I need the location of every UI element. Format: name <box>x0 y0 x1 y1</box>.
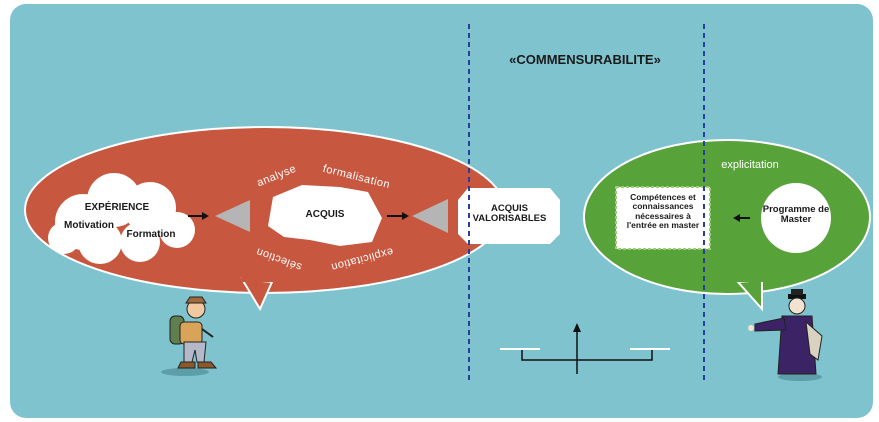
student-hiker-illustration <box>161 296 218 376</box>
balance-scale-icon <box>500 323 670 374</box>
flow-arrow-3 <box>733 214 750 222</box>
experience-label: EXPÉRIENCE <box>84 202 150 213</box>
formation-label: Formation <box>126 229 176 240</box>
acquis-shape <box>268 185 382 246</box>
acquis-label: ACQUIS <box>305 209 345 220</box>
flow-arrow-2 <box>387 212 409 220</box>
flow-arrow-1 <box>188 212 209 220</box>
acquis-valorisables-label: ACQUIS VALORISABLES <box>472 203 547 225</box>
experience-cloud <box>48 173 195 264</box>
acquis-valorisables-octagon <box>458 188 560 244</box>
funnel-triangle-1 <box>215 200 250 232</box>
motivation-label: Motivation <box>64 220 114 231</box>
diagram-canvas: «COMMENSURABILITE» EXPÉRIENCE Motivation… <box>10 4 873 418</box>
explicitation-label-right: explicitation <box>721 159 779 171</box>
commensurabilite-title: «COMMENSURABILITE» <box>509 52 661 67</box>
programme-master-label: Programme de Master <box>762 204 830 226</box>
programme-circle <box>761 183 831 253</box>
funnel-triangle-2 <box>412 199 448 233</box>
diagram-graphics <box>24 24 871 384</box>
right-speech-bubble <box>583 139 871 312</box>
competences-box <box>615 186 711 250</box>
professor-illustration <box>748 289 823 381</box>
competences-label: Compétences et connaissances nécessaires… <box>626 192 700 231</box>
